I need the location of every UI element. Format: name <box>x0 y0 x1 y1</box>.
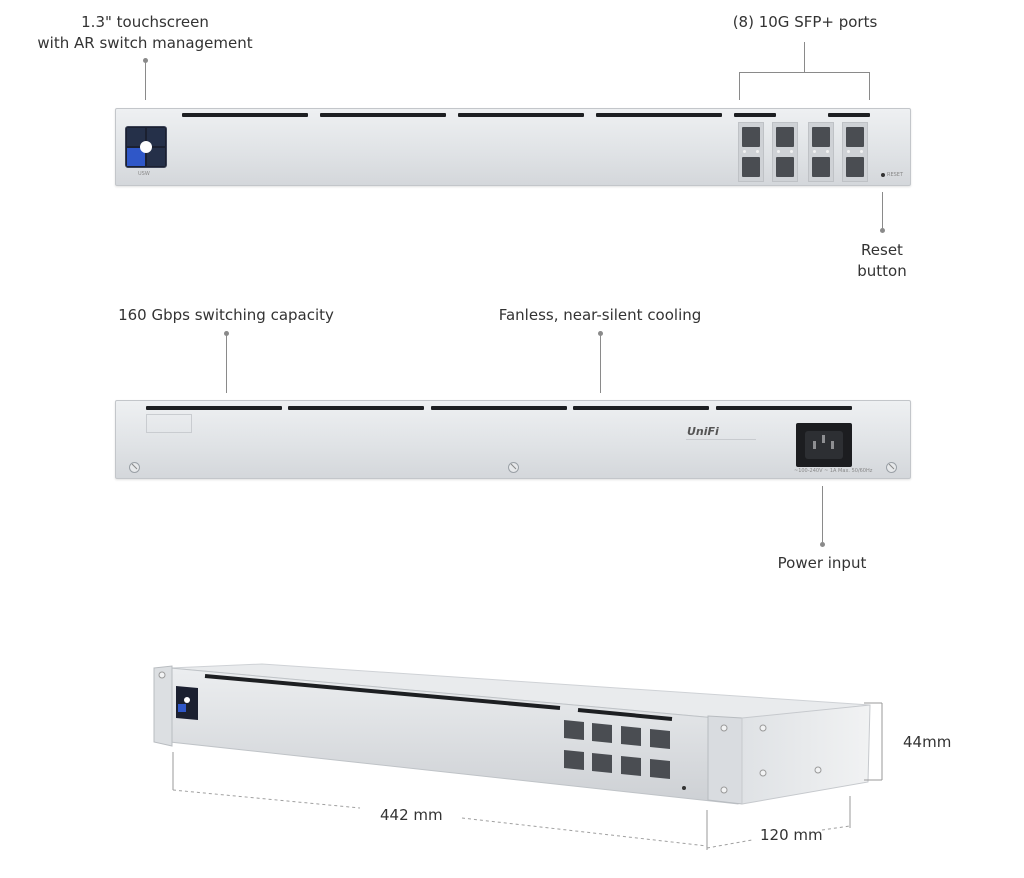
vent <box>182 113 308 117</box>
vent <box>573 406 709 410</box>
reset-callout-dot <box>880 228 885 233</box>
power-input-label: Power input <box>777 554 867 572</box>
brand-logo: UniFi <box>687 425 719 438</box>
vent <box>596 113 722 117</box>
reset-callout: Reset button <box>857 240 906 282</box>
width-dimension-label: 442 mm <box>380 806 443 824</box>
touchscreen-callout: 1.3" touchscreen with AR switch manageme… <box>37 12 252 54</box>
depth-dim-line-right <box>821 825 851 831</box>
sfp-port-pair[interactable] <box>738 122 764 182</box>
vent <box>320 113 446 117</box>
touchscreen-center-icon <box>140 141 152 153</box>
touchscreen-display[interactable] <box>125 126 167 168</box>
sfp-callout-stem <box>804 42 805 72</box>
sfp-port-pair[interactable] <box>772 122 798 182</box>
screw-icon <box>720 786 728 794</box>
depth-dimension-label: 120 mm <box>760 826 823 844</box>
vent <box>146 406 282 410</box>
power-input-socket[interactable] <box>796 423 852 467</box>
cooling-callout-line <box>600 333 601 393</box>
power-callout-line <box>822 486 823 542</box>
vent <box>204 674 561 710</box>
iso-sfp-ports[interactable] <box>564 720 670 779</box>
switching-callout-line <box>226 333 227 393</box>
regulatory-marks <box>686 439 756 460</box>
switching-capacity-label: 160 Gbps switching capacity <box>118 306 334 324</box>
cooling-label: Fanless, near-silent cooling <box>498 306 702 324</box>
reset-tag: RESET <box>887 172 904 178</box>
touchscreen-label-line1: 1.3" touchscreen <box>81 13 209 31</box>
sfp-port-pair[interactable] <box>842 122 868 182</box>
reset-button[interactable] <box>881 173 885 177</box>
model-tag: USW <box>138 171 150 177</box>
power-callout-dot <box>820 542 825 547</box>
reset-callout-line <box>882 192 883 228</box>
vent <box>577 708 673 721</box>
vent <box>458 113 584 117</box>
vent <box>431 406 567 410</box>
sfp-ports-label: (8) 10G SFP+ ports <box>732 13 878 31</box>
screw-icon <box>508 462 519 473</box>
screw-icon <box>886 462 897 473</box>
power-spec: ~100-240V ~ 1A Max. 50/60Hz <box>794 468 873 474</box>
screw-icon <box>158 671 166 679</box>
depth-dim-line-left <box>706 839 753 849</box>
screw-icon <box>814 766 822 774</box>
rear-panel: UniFi ~100-240V ~ 1A Max. 50/60Hz <box>115 400 911 479</box>
vent <box>716 406 852 410</box>
touchscreen-callout-line <box>145 60 146 100</box>
touchscreen-label-line2: with AR switch management <box>37 34 253 52</box>
screw-icon <box>720 724 728 732</box>
height-dimension-label: 44mm <box>903 733 952 751</box>
sfp-callout-right-tick <box>869 72 870 100</box>
label-recess <box>146 414 192 433</box>
rack-ear-left <box>153 665 173 747</box>
width-dim-line-right <box>461 817 708 847</box>
screw-icon <box>759 724 767 732</box>
screw-icon <box>129 462 140 473</box>
vent <box>828 113 870 117</box>
sfp-callout-bracket <box>739 72 870 73</box>
reset-label-line1: Reset <box>861 241 903 259</box>
chassis-side <box>741 704 871 805</box>
vent <box>288 406 424 410</box>
reset-label-line2: button <box>857 262 907 280</box>
sfp-callout-left-tick <box>739 72 740 100</box>
width-dim-line-left <box>172 789 361 809</box>
front-panel: USW RESET <box>115 108 911 186</box>
screw-icon <box>759 769 767 777</box>
vent <box>734 113 776 117</box>
reset-button[interactable] <box>682 786 686 790</box>
sfp-port-pair[interactable] <box>808 122 834 182</box>
